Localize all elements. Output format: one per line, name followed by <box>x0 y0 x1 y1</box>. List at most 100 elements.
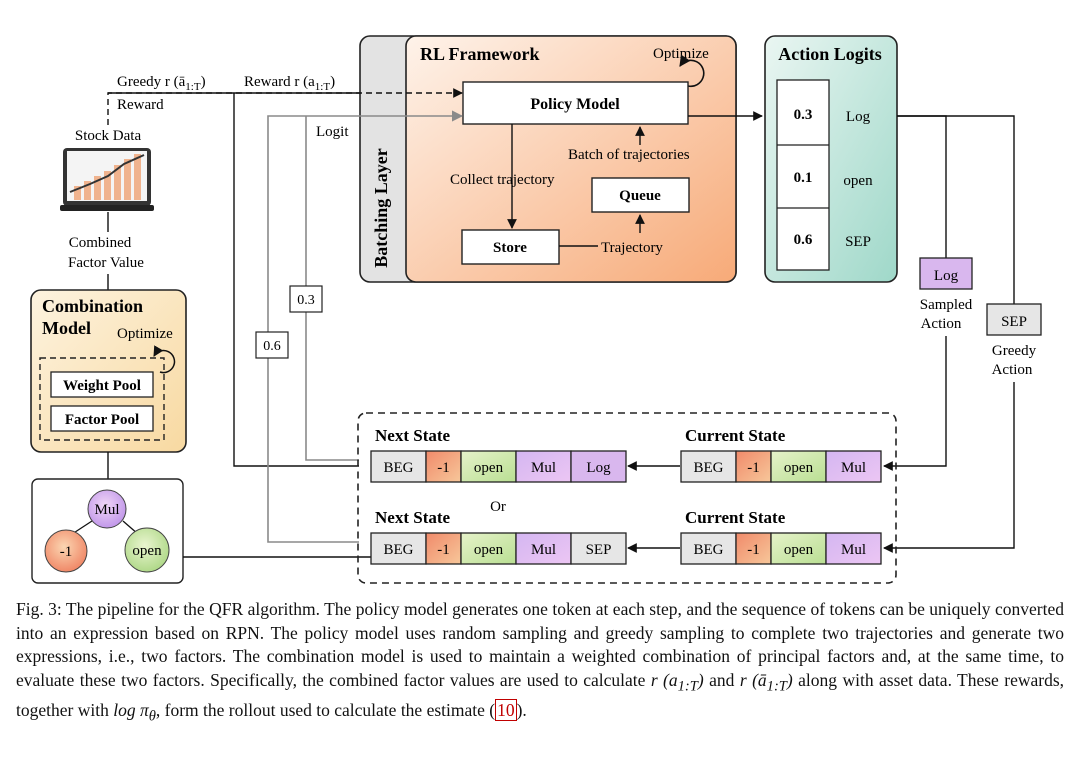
token-box-beg <box>370 532 427 565</box>
figure-caption: Fig. 3: The pipeline for the QFR algorit… <box>16 598 1064 729</box>
current-state-title-2: Current State <box>685 508 786 527</box>
token-label: Mul <box>531 460 556 476</box>
pool-dashed-box <box>39 357 165 441</box>
next-state-title-2: Next State <box>375 508 451 527</box>
token-label: Mul <box>531 542 556 558</box>
token-label: open <box>474 542 504 558</box>
factor-pool-box <box>50 405 154 432</box>
logit-value-06: 0.6 <box>263 339 281 354</box>
caption-math-1: r (a1:T) <box>650 669 704 695</box>
or-label: Or <box>490 499 506 515</box>
queue-box <box>591 177 690 213</box>
token-label: open <box>784 460 814 476</box>
combined-factor-label-2: Factor Value <box>68 255 144 271</box>
logit-value-06-box <box>255 331 289 359</box>
rl-framework-title: RL Framework <box>420 44 539 64</box>
token-box-open <box>460 532 517 565</box>
combination-model-title-2: Model <box>42 318 91 338</box>
token-box-mul <box>825 532 882 565</box>
token-box-open <box>460 450 517 483</box>
token-label: open <box>474 460 504 476</box>
token-label: BEG <box>694 542 724 558</box>
stock-data-label: Stock Data <box>75 128 142 144</box>
logit-token-2: SEP <box>845 234 871 250</box>
caption-and: and <box>703 669 740 690</box>
reward-label: Reward r (a1:T) <box>244 74 335 93</box>
logits-to-sampled-line <box>897 115 947 258</box>
reward-line <box>233 93 359 467</box>
policy-model-box <box>462 81 689 125</box>
logit-value-1: 0.1 <box>794 170 813 186</box>
pipeline-diagram: Batching Layer RL Framework Optimize Pol… <box>30 35 1042 584</box>
caption-text-3: , form the rollout used to calculate the… <box>155 699 496 720</box>
batching-layer-label: Batching Layer <box>371 148 391 268</box>
token-label: SEP <box>586 542 612 558</box>
caption-text-2: along with asset data. These rewards, to… <box>16 669 1065 720</box>
states-dashed-panel <box>357 412 897 584</box>
logit-value-03-box <box>289 285 323 313</box>
next-state-title-1: Next State <box>375 426 451 445</box>
sampled-action-label-1: Sampled <box>920 297 973 313</box>
token-box-mul <box>515 450 572 483</box>
greedy-reward-label-2: Reward <box>117 97 164 113</box>
greedy-to-current-arrow <box>883 382 1015 553</box>
action-logits-title: Action Logits <box>778 44 882 64</box>
greedy-reward-label: Greedy r (ā1:T) <box>117 74 206 93</box>
current-state-title-1: Current State <box>685 426 786 445</box>
combination-optimize-loop-icon <box>153 345 176 374</box>
rl-optimize-loop-icon <box>679 54 705 88</box>
combination-optimize-label: Optimize <box>117 326 173 342</box>
logit-value-03: 0.3 <box>297 293 315 308</box>
logits-values-box <box>776 79 830 271</box>
token-label: Mul <box>841 542 866 558</box>
trajectory-label: Trajectory <box>601 240 663 256</box>
caption-text-1: Fig. 3: The pipeline for the QFR algorit… <box>16 599 1064 690</box>
logit-value-2: 0.6 <box>794 232 813 248</box>
weight-pool-box <box>50 371 154 398</box>
tree-node-neg <box>44 529 88 573</box>
token-label: BEG <box>384 460 414 476</box>
token-box-sep <box>570 532 627 565</box>
logit-label: Logit <box>316 124 349 140</box>
greedy-action-token-label: SEP <box>1001 314 1027 330</box>
token-box-beg <box>370 450 427 483</box>
token-box-neg1 <box>425 532 462 565</box>
token-box-mul <box>825 450 882 483</box>
tree-node-neg-label: -1 <box>60 544 73 560</box>
token-label: -1 <box>747 542 760 558</box>
sampled-action-token-label: Log <box>934 268 959 284</box>
logit-token-1: open <box>843 173 873 189</box>
token-box-open <box>770 532 827 565</box>
token-box-beg <box>680 532 737 565</box>
logit-feedback-line-2 <box>305 116 359 461</box>
store-box <box>461 229 560 265</box>
caption-reference-link[interactable]: 10 <box>495 698 517 721</box>
tree-node-open-label: open <box>132 543 162 559</box>
token-label: -1 <box>437 542 450 558</box>
combination-model-title-1: Combination <box>42 296 143 316</box>
logit-value-0: 0.3 <box>794 107 813 123</box>
greedy-action-label-1: Greedy <box>992 343 1037 359</box>
collect-trajectory-label: Collect trajectory <box>450 172 555 188</box>
sampled-action-label-2: Action <box>921 316 962 332</box>
caption-text-4: ). <box>516 699 527 720</box>
rl-optimize-label: Optimize <box>653 46 709 62</box>
token-box-neg1 <box>735 532 772 565</box>
token-label: open <box>784 542 814 558</box>
caption-math-3: log πθ <box>113 699 156 725</box>
combined-factor-label-1: Combined <box>69 235 132 251</box>
factor-pool-label: Factor Pool <box>65 412 139 428</box>
token-label: -1 <box>437 460 450 476</box>
tree-node-mul-label: Mul <box>94 502 119 518</box>
token-label: -1 <box>747 460 760 476</box>
store-label: Store <box>493 240 527 256</box>
greedy-action-label-2: Action <box>992 362 1033 378</box>
logit-feedback-line <box>267 110 464 543</box>
token-box-mul <box>515 532 572 565</box>
token-label: BEG <box>694 460 724 476</box>
tree-node-open <box>124 527 170 573</box>
current-state-sequence-2: BEG -1 open Mul <box>680 532 882 565</box>
